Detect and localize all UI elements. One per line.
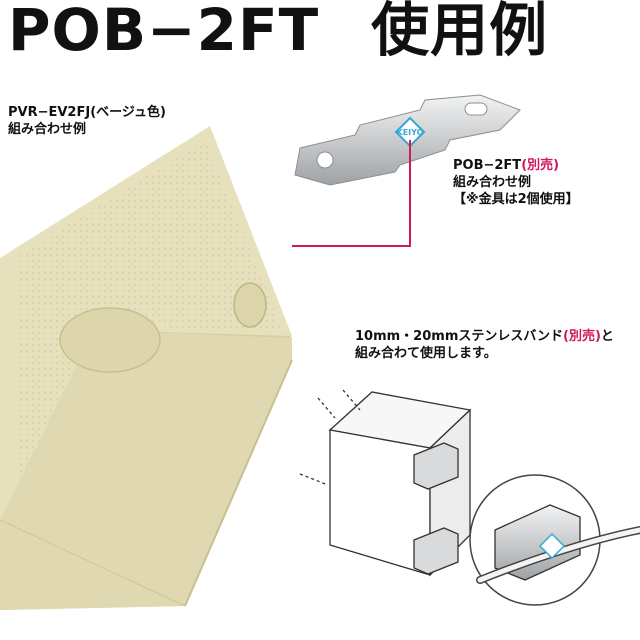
model-number: POB−2FT (8, 0, 320, 64)
usage-heading: 使用例 (371, 0, 549, 64)
keiyo-logo-text: KEIYO (397, 128, 424, 137)
caption-band-and: と (600, 329, 614, 344)
caption-junction-box: PVR−EV2FJ(ベージュ色) 組み合わせ例 (8, 104, 166, 138)
installation-diagram (299, 389, 640, 606)
bracket-photo: KEIYO (294, 94, 521, 186)
knockout-front-icon (59, 307, 161, 373)
caption-bracket-example: 組み合わせ例 (453, 175, 532, 190)
caption-box-model: PVR−EV2FJ(ベージュ色) (8, 105, 166, 120)
caption-band-sold-separately: (別売) (563, 329, 601, 344)
caption-bracket-model: POB−2FT (453, 158, 522, 173)
caption-bracket-sold-separately: (別売) (521, 158, 560, 173)
caption-band-usage: 組み合わて使用します。 (355, 346, 497, 361)
caption-box-example: 組み合わせ例 (8, 122, 87, 137)
knockout-side-icon (233, 282, 267, 328)
caption-bracket: POB−2FT(別売) 組み合わせ例 【※金具は2個使用】 (453, 157, 579, 208)
leader-line (292, 140, 411, 247)
caption-band: 10mm・20mmステンレスバンド(別売)と 組み合わて使用します。 (355, 328, 614, 362)
junction-box-image (0, 126, 293, 610)
caption-bracket-note: 【※金具は2個使用】 (453, 192, 579, 207)
caption-band-sizes: 10mm・20mmステンレスバンド (355, 329, 564, 344)
